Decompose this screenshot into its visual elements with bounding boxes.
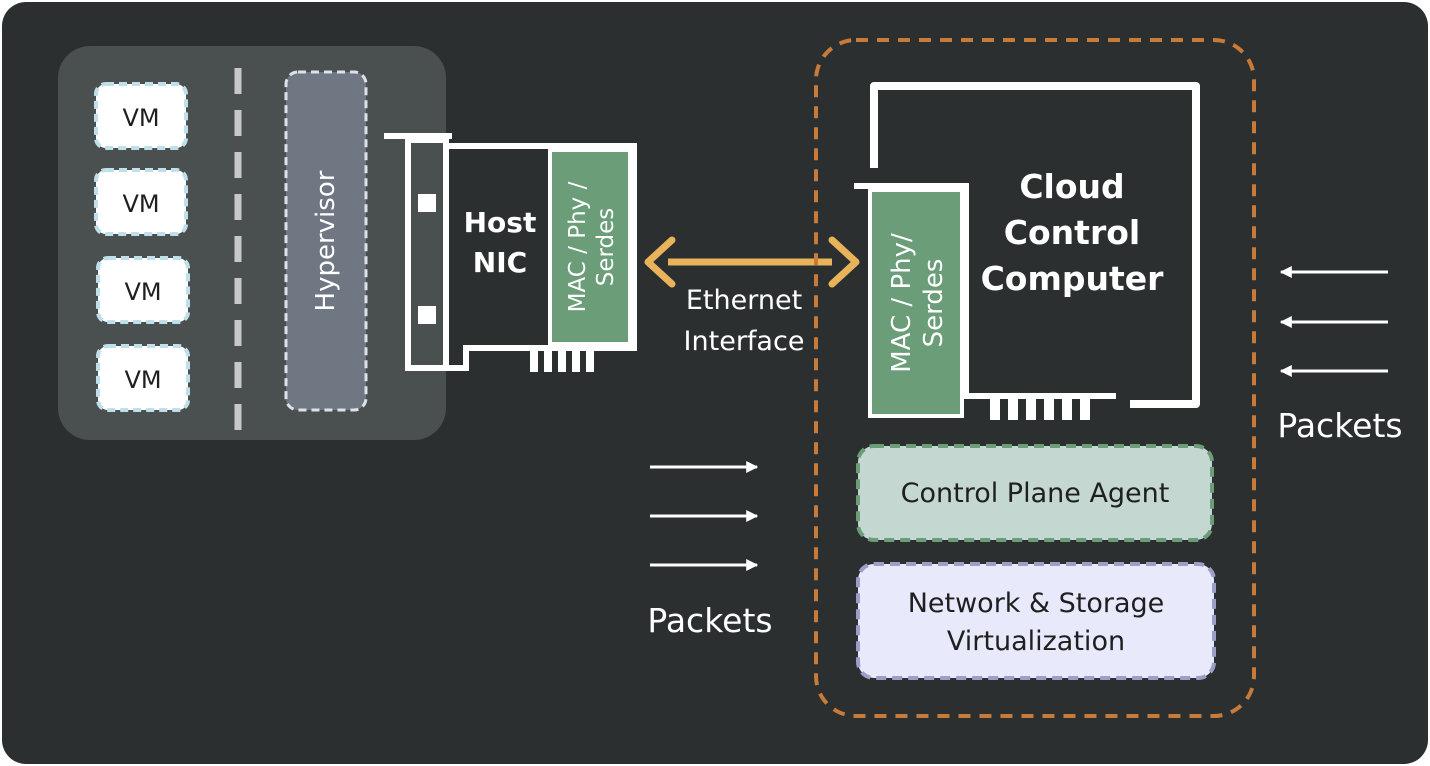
cloud-control-title-line2: Control [1004, 213, 1140, 252]
control-plane-agent-box: Control Plane Agent [856, 444, 1214, 542]
virtualization-label-line1: Network & Storage [908, 588, 1165, 619]
host-nic-card: Host NIC [384, 133, 637, 372]
cloud-control-title-line3: Computer [981, 259, 1165, 298]
nic-bracket [405, 137, 449, 371]
packets-label-right: Packets [1277, 406, 1402, 445]
vm-box: VM [96, 256, 190, 324]
incoming-packets-arrows-middle [650, 461, 759, 571]
cloud-mac-phy-serdes-box: MAC / Phy/ Serdes [868, 188, 964, 418]
incoming-packets-arrows-right [1279, 266, 1388, 377]
vm-label: VM [122, 190, 159, 218]
cloud-control-computer: Cloud Control Computer [854, 82, 1200, 420]
host-mac-phy-serdes-box: MAC / Phy / Serdes [548, 148, 632, 346]
host-mac-label-line1: MAC / Phy / [565, 181, 591, 312]
packets-label-middle: Packets [647, 601, 772, 640]
cloud-mac-label-line1: MAC / Phy/ [887, 233, 917, 373]
vm-box: VM [94, 82, 188, 150]
hypervisor-label: Hypervisor [311, 170, 341, 311]
vm-label: VM [124, 278, 161, 306]
network-storage-virtualization-box: Network & Storage Virtualization [856, 562, 1216, 680]
hypervisor-box: Hypervisor [284, 70, 368, 412]
control-plane-agent-label: Control Plane Agent [901, 478, 1170, 509]
ethernet-interface-label-line2: Interface [684, 326, 805, 357]
vm-box: VM [94, 168, 188, 236]
vm-label: VM [124, 366, 161, 394]
host-nic-label-line1: Host [464, 206, 537, 239]
vm-label: VM [122, 104, 159, 132]
cloud-mac-label-line2: Serdes [919, 259, 949, 348]
ethernet-link-arrow [644, 236, 860, 288]
cloud-control-boundary [814, 38, 1256, 718]
host-nic-label-line2: NIC [473, 246, 527, 279]
virtualization-label-line2: Virtualization [947, 626, 1125, 657]
vm-box: VM [96, 344, 190, 412]
ethernet-interface-label-line1: Ethernet [686, 285, 802, 316]
host-mac-label-line2: Serdes [593, 208, 619, 287]
cloud-control-title-line1: Cloud [1019, 167, 1124, 206]
